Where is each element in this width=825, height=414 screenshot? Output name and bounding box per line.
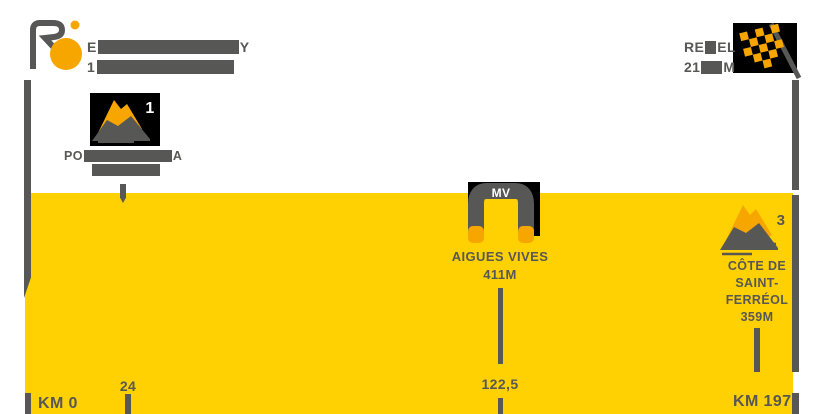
checkered-flag-icon <box>733 22 802 80</box>
climb1-name-redaction <box>83 150 172 163</box>
km-end-label: KM 197 <box>733 393 792 410</box>
finish-name-suffix: EL <box>717 39 736 55</box>
climb1-name-suffix: A <box>172 149 183 163</box>
start-altitude-redaction <box>97 60 235 74</box>
finish-name-prefix: RE <box>684 39 705 55</box>
profile-area <box>25 193 793 414</box>
km24-tick <box>125 394 131 414</box>
start-name: E Y <box>87 40 250 54</box>
climb3-category: 3 <box>777 212 786 229</box>
finish-pole-tick <box>792 393 799 414</box>
start-name-prefix: E <box>87 39 97 55</box>
cyclist-icon <box>30 20 82 70</box>
sprint-km-label: 122,5 <box>481 376 519 392</box>
climb3-tick <box>754 328 760 372</box>
climb1-name-prefix: PO <box>64 149 83 163</box>
climb1-category: 1 <box>145 100 154 117</box>
climb3-name-line3: FERRÉOL <box>725 293 789 307</box>
finish-pole <box>792 80 799 190</box>
finish-altitude: 21 M <box>684 60 735 74</box>
mv-arch-icon: MV <box>468 182 540 243</box>
finish-altitude-suffix: M <box>723 59 736 75</box>
climb1-name: PO A <box>64 150 182 163</box>
start-pole <box>24 80 31 195</box>
sprint-altitude: 411M <box>483 267 517 282</box>
finish-altitude-redaction <box>701 60 723 74</box>
sprint-line <box>498 288 503 364</box>
start-altitude: 1 <box>87 59 235 75</box>
climb3-altitude: 359M <box>740 310 774 324</box>
km24-label: 24 <box>119 378 137 394</box>
finish-name: RE EL <box>684 40 736 54</box>
climb3-mountain-icon: 3 <box>720 205 786 256</box>
finish-name-redaction <box>705 40 717 54</box>
start-name-suffix: Y <box>239 39 250 55</box>
sprint-km-tick <box>498 398 503 414</box>
climb3-name-line1: CÔTE DE <box>727 259 787 273</box>
start-altitude-prefix: 1 <box>87 59 96 75</box>
climb1-mountain-icon: 1 <box>90 93 160 146</box>
finish-altitude-prefix: 21 <box>684 59 701 75</box>
climb1-tick <box>120 184 126 203</box>
start-pole-lower <box>24 195 31 298</box>
climb1-altitude-redaction <box>92 164 160 176</box>
start-name-redaction <box>97 40 239 54</box>
climb3-name-line2: SAINT- <box>735 276 779 290</box>
sprint-name: AIGUES VIVES <box>451 249 549 264</box>
finish-pole-lower <box>792 195 799 372</box>
mv-label: MV <box>492 186 511 200</box>
km0-tick <box>25 393 31 414</box>
km-start-label: KM 0 <box>38 395 78 412</box>
